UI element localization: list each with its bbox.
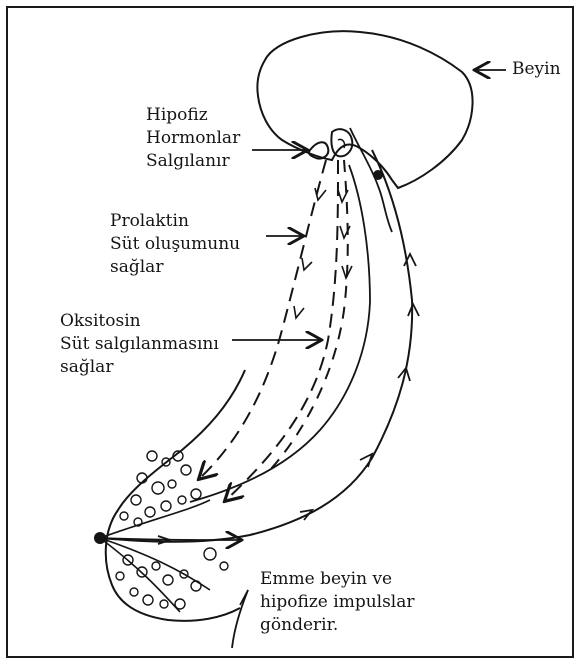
prolactin-label-line-3: sağlar bbox=[110, 256, 240, 279]
oxytocin-label-line-2: Süt salgılanmasını bbox=[60, 333, 219, 356]
chest-line bbox=[232, 590, 248, 648]
prolactin-label-line-2: Süt oluşumunu bbox=[110, 233, 240, 256]
pituitary-label-line-3: Salgılanır bbox=[146, 150, 240, 173]
suckling-label-line-3: gönderir. bbox=[260, 614, 415, 637]
suckling-label-line-2: hipofize impulslar bbox=[260, 591, 415, 614]
pituitary-label-line-2: Hormonlar bbox=[146, 127, 240, 150]
prolactin-dashed-path bbox=[200, 160, 326, 478]
oxytocin-label-line-1: Oksitosin bbox=[60, 310, 219, 333]
prolactin-label: Prolaktin Süt oluşumunu sağlar bbox=[110, 210, 240, 279]
suckling-label-line-1: Emme beyin ve bbox=[260, 568, 415, 591]
prolactin-label-line-1: Prolaktin bbox=[110, 210, 240, 233]
nipple-line-2 bbox=[100, 500, 210, 538]
oxytocin-label: Oksitosin Süt salgılanmasını sağlar bbox=[60, 310, 219, 379]
nipple bbox=[94, 532, 106, 544]
brain-label: Beyin bbox=[512, 58, 561, 81]
pituitary-gland bbox=[309, 129, 352, 158]
brain-label-text: Beyin bbox=[512, 58, 561, 81]
mammary-alveoli bbox=[116, 451, 228, 609]
pituitary-label: Hipofiz Hormonlar Salgılanır bbox=[146, 104, 240, 173]
middle-dashed-path bbox=[270, 160, 348, 470]
oxytocin-label-line-3: sağlar bbox=[60, 356, 219, 379]
pituitary-label-line-1: Hipofiz bbox=[146, 104, 240, 127]
oxytocin-dashed-path bbox=[226, 160, 338, 500]
breast-outline bbox=[106, 370, 245, 621]
suckling-label: Emme beyin ve hipofize impulslar gönderi… bbox=[260, 568, 415, 637]
brain-outline bbox=[257, 31, 472, 188]
